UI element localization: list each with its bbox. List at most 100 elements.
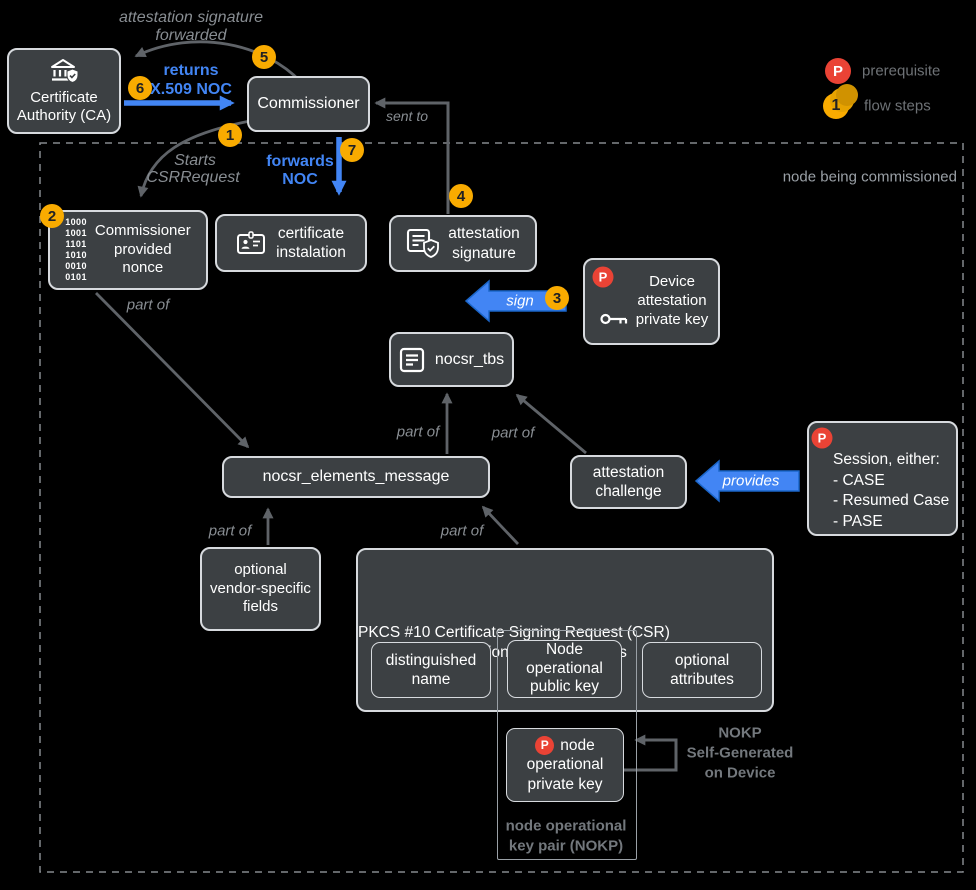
flow-step-badge-3: 3 bbox=[545, 286, 569, 310]
node-commissioner-nonce: 1000 1001 1101 1010 0010 0101 Commission… bbox=[48, 210, 208, 290]
nopk-line: Node bbox=[545, 641, 584, 659]
nonce-binary-line: 1101 bbox=[65, 239, 87, 250]
label-attestation-forwarded: forwarded bbox=[155, 27, 227, 44]
prerequisite-badge: P bbox=[592, 266, 614, 288]
node-vendor-fields: optional vendor-specific fields bbox=[200, 547, 321, 631]
node-operational-private-key: P node operational private key bbox=[506, 728, 624, 802]
label-nokp-selfgen: NOKP bbox=[718, 724, 762, 742]
block-arrow-provides bbox=[694, 459, 800, 503]
priv-line: operational bbox=[526, 756, 604, 774]
nonce-binary-line: 1000 bbox=[65, 217, 87, 228]
node-commissioner: Commissioner bbox=[247, 76, 370, 132]
label-sent-to: sent to bbox=[385, 108, 429, 124]
cert-install-line: certificate bbox=[277, 224, 345, 242]
flow-step-badge-2: 2 bbox=[40, 204, 64, 228]
legend-prerequisite-badge: P bbox=[825, 58, 851, 84]
node-attestation-challenge: attestation challenge bbox=[570, 455, 687, 509]
label-nokp-pair: key pair (NOKP) bbox=[508, 837, 624, 855]
arrow-nokp-selfgen-loop bbox=[624, 734, 678, 772]
challenge-line: attestation bbox=[592, 463, 665, 481]
node-nocsr-elements-message: nocsr_elements_message bbox=[222, 456, 490, 498]
label-returns: X.509 NOC bbox=[150, 81, 232, 98]
dn-line: distinguished bbox=[385, 651, 477, 669]
nonce-label-line: nonce bbox=[122, 259, 164, 277]
commissioned-region-border bbox=[39, 142, 964, 873]
label-attestation-forwarded: attestation signature bbox=[118, 9, 264, 26]
session-line: - CASE bbox=[833, 471, 885, 489]
label-nokp-selfgen: on Device bbox=[704, 764, 776, 782]
label-part-of: part of bbox=[396, 423, 440, 441]
dn-line: name bbox=[411, 671, 451, 688]
nonce-binary-line: 1001 bbox=[65, 228, 87, 239]
document-shield-icon bbox=[407, 228, 440, 258]
arrow-pkcs-partof bbox=[481, 505, 520, 545]
nonce-label-line: provided bbox=[114, 240, 172, 258]
session-line: Session, either: bbox=[833, 451, 940, 468]
article-icon bbox=[399, 347, 424, 372]
nonce-binary: 1000 1001 1101 1010 0010 0101 bbox=[65, 217, 87, 283]
cert-install-line: instalation bbox=[276, 244, 346, 261]
attest-sig-line: signature bbox=[452, 244, 516, 262]
flow-step-badge-6: 6 bbox=[128, 76, 152, 100]
legend-flow-steps-badge: 1 bbox=[823, 84, 858, 119]
session-line: - Resumed Case bbox=[833, 492, 950, 509]
oa-line: optional bbox=[674, 651, 730, 669]
priv-line: node bbox=[560, 736, 595, 754]
label-nokp-selfgen: Self-Generated bbox=[686, 744, 794, 762]
region-label: node being commissioned bbox=[782, 168, 957, 186]
node-attestation-signature: attestation signature bbox=[389, 215, 537, 272]
pkcs-title-line: PKCS #10 Certificate Signing Request (CS… bbox=[358, 623, 670, 641]
label-part-of: part of bbox=[440, 522, 484, 540]
session-line: - PASE bbox=[833, 512, 883, 530]
elements-label: nocsr_elements_message bbox=[262, 468, 450, 485]
legend-flow-steps-label: flow steps bbox=[864, 97, 931, 115]
nonce-binary-line: 0010 bbox=[65, 260, 87, 271]
arrow-attestation-forwarded bbox=[134, 40, 303, 83]
label-part-of: part of bbox=[126, 296, 170, 314]
label-part-of: part of bbox=[208, 522, 252, 540]
legend-prerequisite-label: prerequisite bbox=[862, 62, 941, 80]
nopk-line: operational bbox=[526, 659, 603, 677]
oa-line: attributes bbox=[670, 671, 734, 688]
nonce-binary-line: 1010 bbox=[65, 250, 87, 260]
device-key-line: attestation bbox=[637, 292, 707, 310]
vendor-line: fields bbox=[242, 598, 278, 616]
node-certificate-authority: Certificate Authority (CA) bbox=[7, 48, 121, 134]
device-key-line: private key bbox=[635, 310, 709, 328]
vendor-line: vendor-specific bbox=[210, 579, 311, 597]
label-returns: returns bbox=[163, 62, 219, 79]
node-nocsr-tbs: nocsr_tbs bbox=[389, 332, 514, 387]
id-badge-icon bbox=[237, 231, 266, 254]
arrow-challenge-partof bbox=[515, 393, 587, 455]
nonce-label-line: Commissioner bbox=[94, 221, 191, 239]
label-sign: sign bbox=[506, 292, 534, 310]
label-part-of: part of bbox=[491, 424, 535, 442]
label-forwards-noc: forwards bbox=[266, 153, 334, 170]
nonce-binary-line: 0101 bbox=[65, 271, 87, 282]
nocsr-tbs-label: nocsr_tbs bbox=[434, 350, 505, 368]
challenge-line: challenge bbox=[595, 483, 662, 500]
node-optional-attributes: optional attributes bbox=[642, 642, 762, 698]
device-key-line: Device bbox=[649, 273, 695, 291]
node-operational-public-key: Node operational public key bbox=[507, 640, 622, 698]
arrow-sent-to bbox=[374, 97, 450, 214]
ca-label-line: Certificate bbox=[30, 88, 98, 106]
label-starts-csrrequest: CSRRequest bbox=[146, 169, 240, 186]
node-session: Session, either: - CASE - Resumed Case -… bbox=[807, 421, 958, 536]
node-certificate-installation: certificate instalation bbox=[215, 214, 367, 272]
label-starts-csrrequest: Starts bbox=[174, 152, 216, 169]
label-forwards-noc: NOC bbox=[282, 171, 318, 188]
commissioner-label: Commissioner bbox=[257, 95, 360, 112]
flow-step-badge-5: 5 bbox=[252, 45, 276, 69]
label-nokp-pair: node operational bbox=[505, 817, 627, 835]
flow-step-badge-7: 7 bbox=[340, 138, 364, 162]
label-provides: provides bbox=[722, 472, 780, 490]
attest-sig-line: attestation bbox=[448, 225, 520, 243]
vendor-line: optional bbox=[234, 560, 287, 578]
prerequisite-badge: P bbox=[811, 427, 833, 449]
flow-step-badge-1: 1 bbox=[218, 123, 242, 147]
flow-step-badge-4: 4 bbox=[449, 184, 473, 208]
node-distinguished-name: distinguished name bbox=[371, 642, 491, 698]
